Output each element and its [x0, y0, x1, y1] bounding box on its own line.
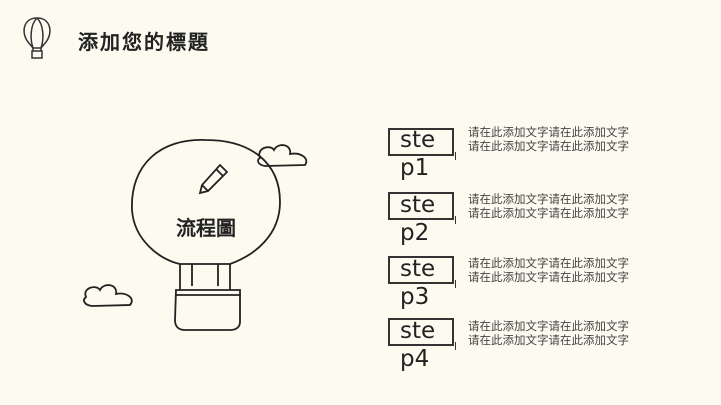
- step-desc-line: 请在此添加文字请在此添加文字: [468, 319, 629, 333]
- step-desc-line: 请在此添加文字请在此添加文字: [468, 333, 629, 347]
- page-title: 添加您的標題: [78, 30, 210, 54]
- step-label: step1: [400, 127, 436, 181]
- step-box: [388, 192, 456, 224]
- step-desc-line: 请在此添加文字请在此添加文字: [468, 125, 629, 139]
- step-desc-line: 请在此添加文字请在此添加文字: [468, 206, 629, 220]
- step-box: [388, 256, 456, 288]
- hot-air-balloon-illustration: [83, 139, 308, 331]
- step-box: [388, 128, 456, 160]
- step-label: step2: [400, 192, 436, 246]
- step-desc-line: 请在此添加文字请在此添加文字: [468, 139, 629, 153]
- balloon-logo-icon: [23, 17, 51, 59]
- step-label: step4: [400, 318, 436, 372]
- step-box: [388, 318, 456, 350]
- pencil-icon: [198, 163, 229, 195]
- step-label: step3: [400, 256, 436, 310]
- step-desc-line: 请在此添加文字请在此添加文字: [468, 192, 629, 206]
- center-label: 流程圖: [176, 216, 236, 240]
- step-desc-line: 请在此添加文字请在此添加文字: [468, 256, 629, 270]
- step-desc-line: 请在此添加文字请在此添加文字: [468, 270, 629, 284]
